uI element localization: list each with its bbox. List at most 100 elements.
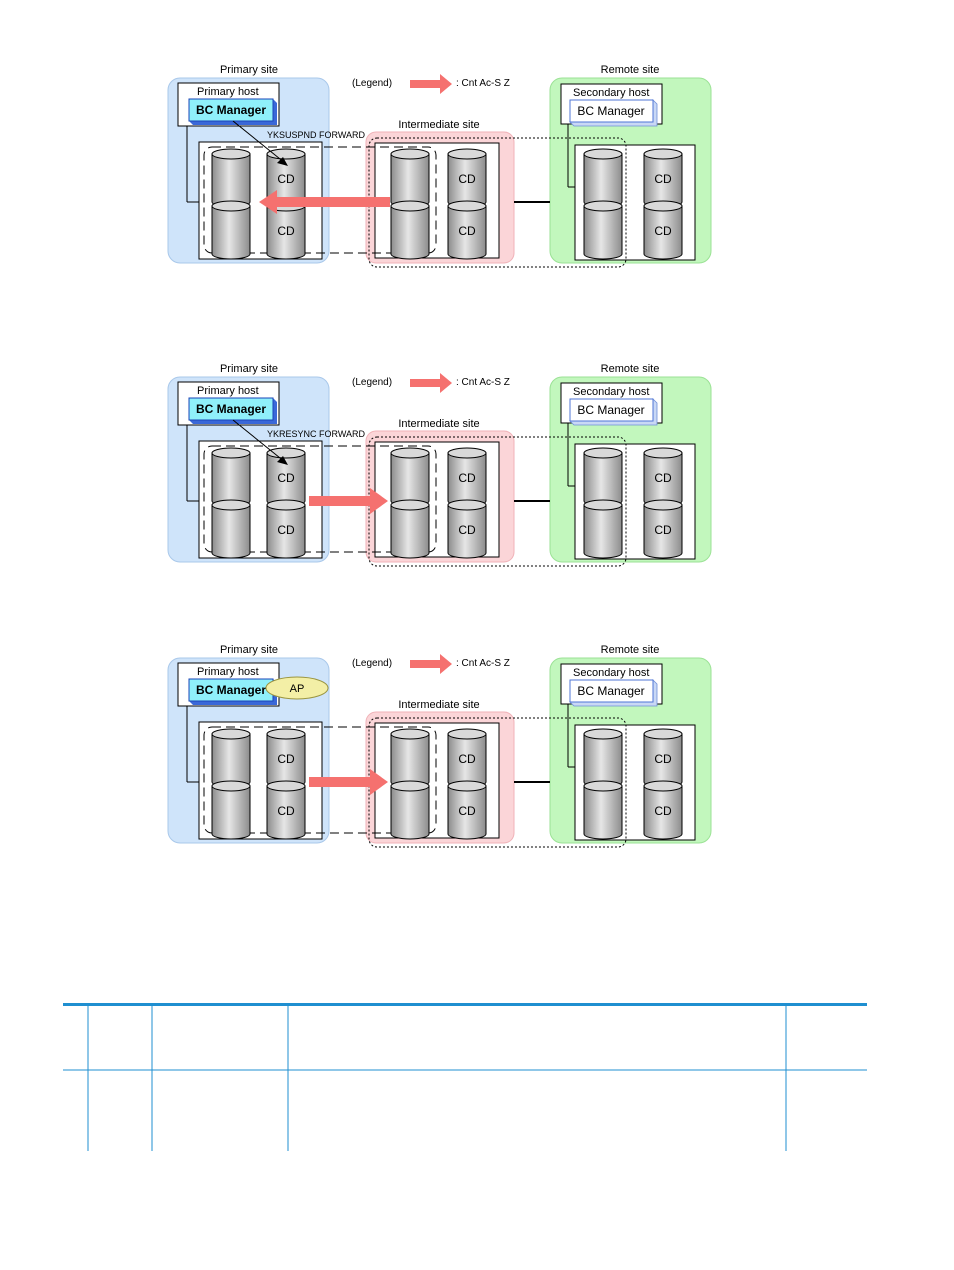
cd-label: CD xyxy=(277,523,295,537)
cd-label: CD xyxy=(654,752,672,766)
disk-cylinder xyxy=(211,200,251,260)
disk-cylinder: CD xyxy=(643,447,683,507)
cylinder-body xyxy=(583,504,623,559)
cylinder-body xyxy=(583,733,623,788)
copy-direction-arrow xyxy=(309,769,388,795)
legend-arrow xyxy=(410,74,452,94)
disk-cylinder: CD xyxy=(266,499,306,559)
cylinder-top xyxy=(266,499,306,511)
disk-cylinder xyxy=(211,447,251,507)
secondary-host-label: Secondary host xyxy=(573,87,649,99)
disk-cylinder xyxy=(583,499,623,559)
command-label: YKSUSPND FORWARD xyxy=(267,130,366,140)
bc-manager-box-secondary xyxy=(569,398,654,422)
cylinder-top xyxy=(211,447,251,459)
cylinder-body xyxy=(211,153,251,208)
disk-cylinder xyxy=(211,499,251,559)
disk-cylinder: CD xyxy=(447,728,487,788)
cylinder-top xyxy=(583,447,623,459)
cd-label: CD xyxy=(654,172,672,186)
command-arrow-line xyxy=(232,419,286,463)
cylinder-body xyxy=(583,205,623,260)
cylinder-body xyxy=(266,205,306,260)
command-arrow-head xyxy=(277,456,288,465)
cylinder-body xyxy=(447,785,487,840)
command-arrow-line xyxy=(232,120,286,164)
disk-cylinder: CD xyxy=(266,728,306,788)
copy-pair-group-dashed xyxy=(203,445,437,553)
cylinder-top xyxy=(583,499,623,511)
cylinder-body xyxy=(211,733,251,788)
cylinder-top xyxy=(447,447,487,459)
disk-cylinder xyxy=(583,148,623,208)
primary-site-title: Primary site xyxy=(220,363,278,375)
legend-arrow xyxy=(410,373,452,393)
cylinder-top xyxy=(583,780,623,792)
bc-manager-box xyxy=(188,397,274,421)
disk-cylinder: CD xyxy=(266,447,306,507)
cylinder-top xyxy=(447,728,487,740)
cylinder-body xyxy=(390,733,430,788)
bc-manager-box xyxy=(188,98,274,122)
secondary-host-label: Secondary host xyxy=(573,386,649,398)
cd-label: CD xyxy=(277,224,295,238)
cylinder-top xyxy=(447,499,487,511)
cylinder-top xyxy=(643,728,683,740)
cd-label: CD xyxy=(458,471,476,485)
cylinder-body xyxy=(583,153,623,208)
disk-cylinder xyxy=(583,728,623,788)
cylinder-body xyxy=(390,205,430,260)
cylinder-body xyxy=(211,205,251,260)
cylinder-top xyxy=(447,148,487,160)
cd-label: CD xyxy=(458,804,476,818)
cylinder-body xyxy=(583,452,623,507)
cylinder-body xyxy=(390,504,430,559)
cylinder-body xyxy=(211,504,251,559)
cd-label: CD xyxy=(277,752,295,766)
cd-label: CD xyxy=(458,172,476,186)
cd-label: CD xyxy=(654,523,672,537)
cd-label: CD xyxy=(277,471,295,485)
cylinder-body xyxy=(643,785,683,840)
primary-host-label: Primary host xyxy=(197,86,259,98)
cylinder-top xyxy=(211,200,251,212)
remote-site-title: Remote site xyxy=(601,363,660,375)
cylinder-top xyxy=(390,728,430,740)
cylinder-top xyxy=(583,148,623,160)
intermediate-site-title: Intermediate site xyxy=(398,119,479,131)
intermediate-site-title: Intermediate site xyxy=(398,699,479,711)
cylinder-top xyxy=(211,780,251,792)
remote-site-title: Remote site xyxy=(601,64,660,76)
cylinder-top xyxy=(390,780,430,792)
cylinder-top xyxy=(266,728,306,740)
legend-arrow-text: : Cnt Ac-S Z xyxy=(456,377,510,388)
disk-cylinder: CD xyxy=(643,499,683,559)
cylinder-top xyxy=(266,447,306,459)
cd-label: CD xyxy=(458,224,476,238)
cylinder-body xyxy=(447,504,487,559)
cd-label: CD xyxy=(654,224,672,238)
bc-manager-label-secondary: BC Manager xyxy=(577,104,644,118)
disk-cylinder xyxy=(390,728,430,788)
cylinder-top xyxy=(643,499,683,511)
bc-manager-label: BC Manager xyxy=(196,103,266,117)
cylinder-top xyxy=(266,780,306,792)
bc-manager-label-secondary: BC Manager xyxy=(577,684,644,698)
bc-manager-label-secondary: BC Manager xyxy=(577,403,644,417)
disk-cylinder xyxy=(583,780,623,840)
ap-ellipse xyxy=(265,676,329,700)
bc-manager-label: BC Manager xyxy=(196,402,266,416)
disk-cylinder: CD xyxy=(266,780,306,840)
bc-manager-shadow xyxy=(189,679,277,705)
cylinder-top xyxy=(390,148,430,160)
cylinder-top xyxy=(390,499,430,511)
disk-cylinder: CD xyxy=(643,780,683,840)
cylinder-body xyxy=(390,785,430,840)
cylinder-top xyxy=(583,728,623,740)
